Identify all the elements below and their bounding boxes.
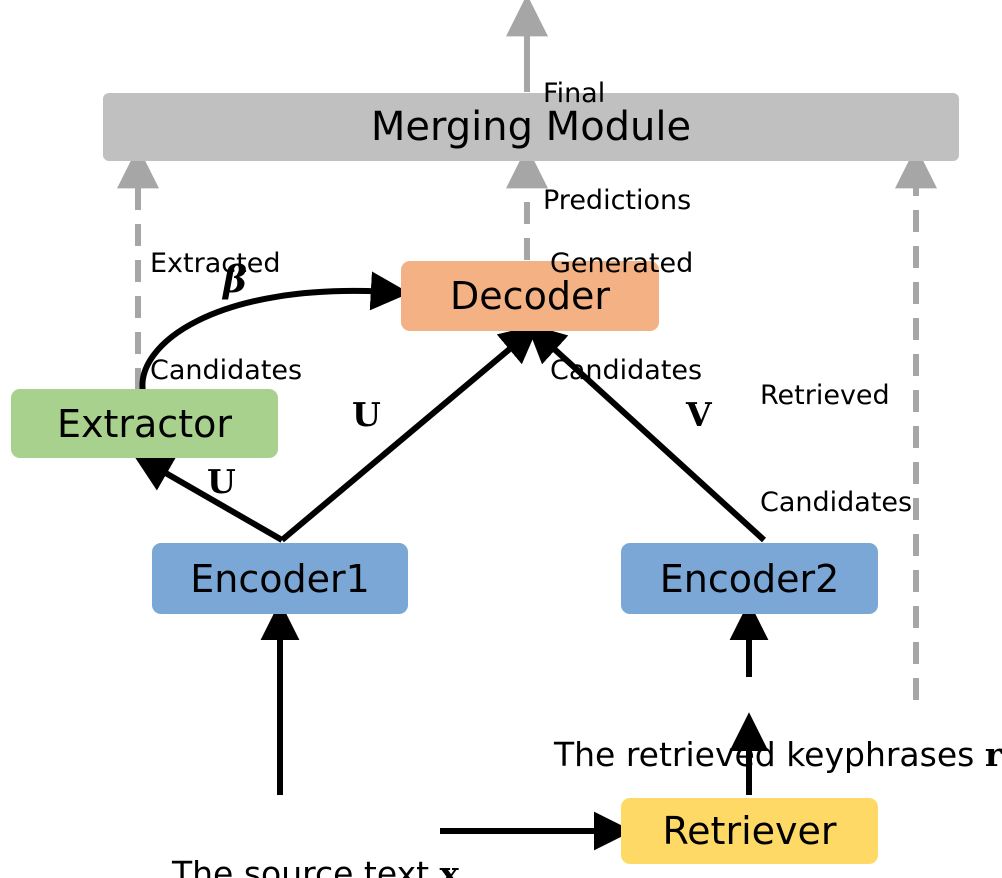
node-decoder-label: Decoder <box>450 274 610 318</box>
label-extracted-candidates-line1: Extracted <box>150 248 281 280</box>
label-final-predictions-line1: Final <box>543 78 606 110</box>
edge-label-u-decoder: U <box>352 395 381 434</box>
node-merging-module[interactable]: Merging Module <box>103 93 959 161</box>
label-extracted-candidates: Extracted Candidates <box>150 175 302 460</box>
node-merging-module-label: Merging Module <box>370 104 692 150</box>
node-extractor[interactable]: Extractor <box>11 389 278 458</box>
edge-label-v: V <box>686 395 712 434</box>
label-final-predictions-line2: Predictions <box>543 185 692 217</box>
label-retrieved-keyphrases-main: The retrieved keyphrases <box>553 734 985 774</box>
node-encoder1-label: Encoder1 <box>190 556 370 601</box>
label-generated-candidates: Generated Candidates <box>550 175 702 460</box>
label-extracted-candidates-line2: Candidates <box>150 355 303 387</box>
label-source-text-main: The source text <box>171 853 440 878</box>
node-encoder1[interactable]: Encoder1 <box>152 543 408 614</box>
edge-label-beta: β <box>223 259 247 301</box>
node-retriever-label: Retriever <box>662 809 837 853</box>
label-retrieved-candidates-line1: Retrieved <box>760 380 890 412</box>
label-retrieved-keyphrases-variable: r <box>984 734 1002 774</box>
node-encoder2-label: Encoder2 <box>659 556 840 601</box>
node-decoder[interactable]: Decoder <box>401 261 659 331</box>
edge-label-u-extractor: U <box>207 462 236 501</box>
label-generated-candidates-line2: Candidates <box>550 355 703 387</box>
label-retrieved-candidates-line2: Candidates <box>760 487 913 519</box>
arrow-u-encoder1-to-decoder <box>280 324 540 543</box>
label-retrieved-candidates: Retrieved Candidates <box>760 307 912 592</box>
label-source-text: The source text x <box>130 808 459 878</box>
label-final-predictions: Final Predictions <box>543 5 691 290</box>
label-source-text-variable: x <box>439 853 460 878</box>
label-retrieved-keyphrases: The retrieved keyphrases r <box>512 689 1002 820</box>
node-extractor-label: Extractor <box>57 401 232 446</box>
node-encoder2[interactable]: Encoder2 <box>621 543 878 614</box>
label-generated-candidates-line1: Generated <box>550 248 694 280</box>
node-retriever[interactable]: Retriever <box>621 798 878 864</box>
